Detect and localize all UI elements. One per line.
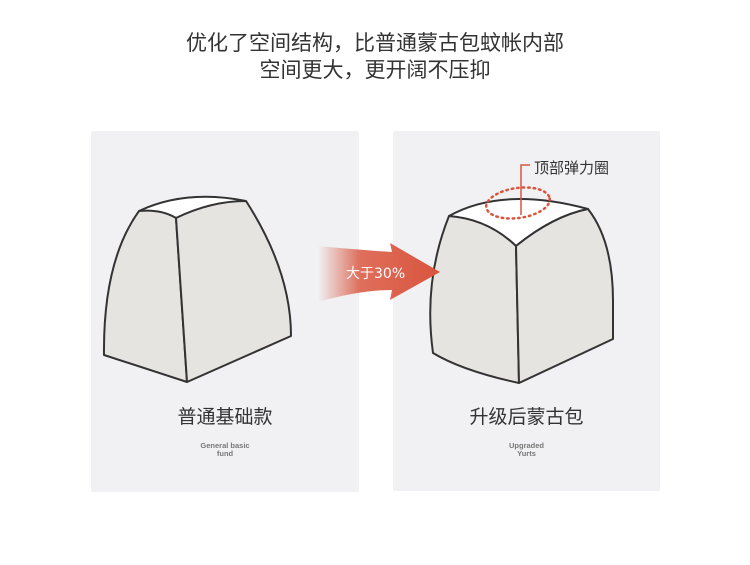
upgraded-yurt-subtitle-line-2: Yurts (517, 449, 536, 458)
upgraded-yurt-panel: 升级后蒙古包 Upgraded Yurts (393, 131, 660, 491)
basic-tent-subtitle-line-2: fund (216, 449, 234, 458)
basic-tent-title: 普通基础款 (177, 406, 273, 428)
headline-line-2: 空间更大，更开阔不压抑 (259, 58, 491, 82)
capacity-increase-label: 大于30% (346, 266, 406, 282)
upgraded-yurt-subtitle-line-1: Upgraded (508, 441, 544, 450)
basic-tent-panel: 普通基础款 General basic fund (91, 131, 359, 492)
elastic-ring-indicator (484, 186, 552, 220)
headline-line-1: 优化了空间结构，比普通蒙古包蚊帐内部 (186, 31, 564, 55)
yurt-tent-icon (429, 164, 614, 384)
dome-tent-icon (102, 195, 292, 383)
upgraded-yurt-title: 升级后蒙古包 (469, 406, 584, 428)
elastic-ring-callout: 顶部弹力圈 (534, 159, 610, 177)
callout-leader-line (520, 164, 530, 215)
basic-tent-subtitle-line-1: General basic (200, 441, 250, 450)
upgraded-yurt-subtitle: Upgraded Yurts (393, 442, 660, 458)
basic-tent-subtitle: General basic fund (91, 442, 359, 458)
